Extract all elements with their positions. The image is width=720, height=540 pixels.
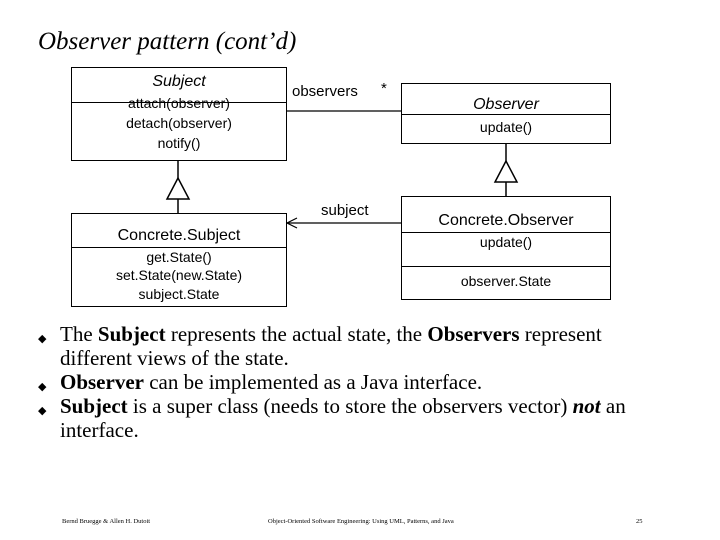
observer-class-box: [401, 83, 611, 144]
subject-class-box: [71, 67, 287, 161]
bullet-text-segment: can be implemented as a Java interface.: [143, 370, 483, 394]
subject-operation: detach(observer): [126, 115, 232, 131]
diamond-bullet-icon: ◆: [38, 405, 47, 417]
bullet-text-segment: represent different views of the state.: [60, 322, 602, 370]
bullet-list: ◆ The Subject represents the actual state…: [38, 322, 678, 442]
concrete-subject-attribute: subject.State: [138, 286, 220, 302]
observer-inheritance-triangle: [493, 159, 519, 183]
bullet-item: ◆ The Subject represents the actual state…: [38, 322, 678, 370]
concrete-observer-class-box: [401, 196, 611, 300]
bullet-text-segment: not: [572, 394, 601, 418]
observer-class-name: Observer: [473, 96, 539, 113]
concrete-subject-operation: set.State(new.State): [115, 267, 243, 283]
subject-role-label: subject: [321, 202, 369, 219]
bullet-text-segment: an interface.: [60, 394, 626, 442]
bullet-item: ◆ Observer can be implemented as a Java i…: [38, 370, 678, 394]
subject-operation: notify(): [157, 135, 201, 151]
bullet-text-segment: Subject: [60, 394, 128, 418]
concrete-observer-operation: update(): [479, 234, 533, 250]
footer-authors: Bernd Bruegge & Allen H. Dutoit: [62, 518, 151, 525]
footer-page-number: 25: [636, 518, 643, 525]
bullet-text-segment: is a super class (needs to store the obs…: [127, 394, 573, 418]
observers-multiplicity-label: *: [381, 80, 387, 97]
subject-association-arrowhead: [285, 217, 298, 229]
observer-operation: update(): [479, 119, 533, 135]
slide-title: Observer pattern (cont’d): [38, 28, 297, 55]
bullet-text-segment: Observer: [60, 370, 144, 394]
observers-role-label: observers: [292, 83, 358, 100]
bullet-text-segment: Subject: [97, 322, 166, 346]
concrete-observer-class-name: Concrete.Observer: [438, 212, 574, 229]
diamond-bullet-icon: ◆: [38, 333, 47, 345]
concrete-subject-class-name: Concrete.Subject: [117, 227, 241, 244]
bullet-item: ◆ Subject is a super class (needs to stor…: [38, 394, 678, 442]
bullet-text-segment: The: [60, 322, 98, 346]
concrete-subject-operation: get.State(): [146, 249, 212, 265]
bullet-text-segment: represents the actual state, the: [165, 322, 428, 346]
subject-inheritance-triangle: [165, 176, 191, 200]
concrete-observer-attribute: observer.State: [460, 273, 552, 289]
diamond-bullet-icon: ◆: [38, 381, 47, 393]
subject-operation: attach(observer): [128, 95, 230, 111]
concrete-subject-class-box: [71, 213, 287, 307]
subject-class-name: Subject: [152, 73, 206, 90]
footer-book-title: Object-Oriented Software Engineering: Us…: [268, 518, 454, 525]
bullet-text-segment: Observers: [427, 322, 520, 346]
